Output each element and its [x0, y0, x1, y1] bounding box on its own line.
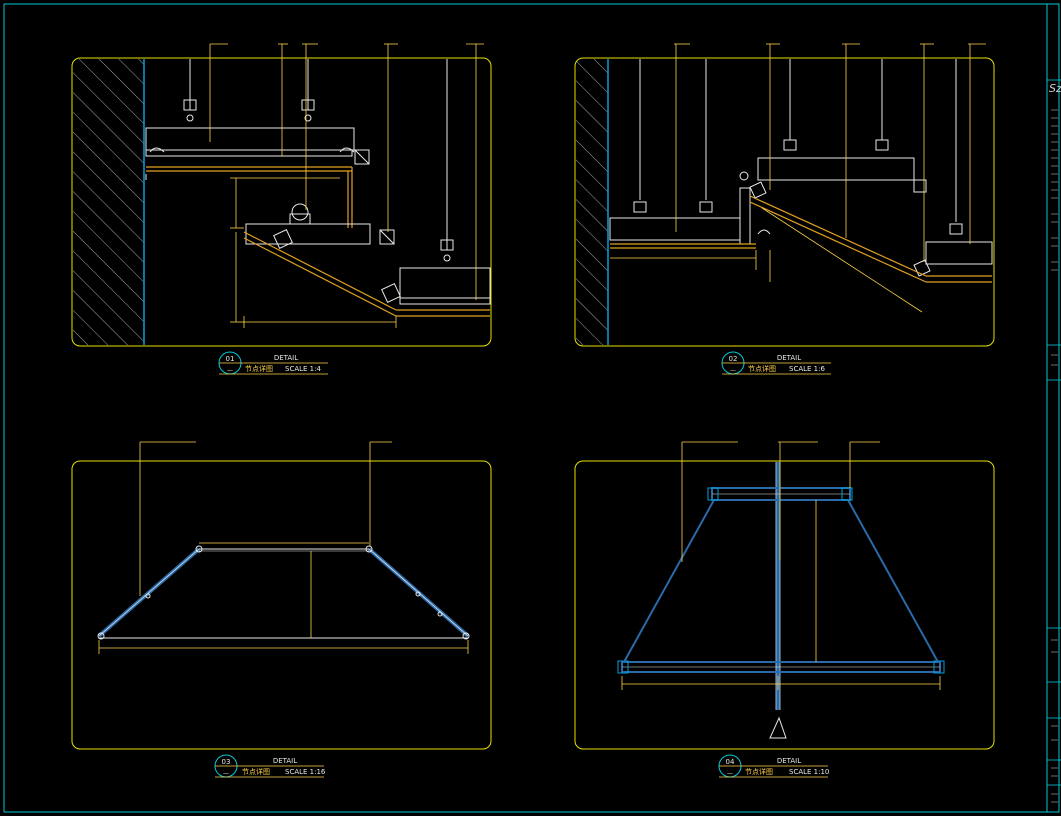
panel-03-dimensions [98, 542, 469, 654]
panel-04-column [769, 462, 787, 739]
panel-01-hangers [183, 59, 454, 262]
panel-01-dimensions [230, 177, 397, 328]
detail-scale-02: SCALE 1:6 [789, 365, 825, 373]
section-mark-03: — [223, 770, 229, 777]
detail-name-01: 节点详图 [245, 364, 273, 373]
detail-number-03: 03 [222, 758, 231, 766]
detail-scale-01: SCALE 1:4 [285, 365, 321, 373]
panel-01-wall [73, 59, 144, 345]
sheet-frame [3, 3, 1060, 813]
section-mark-01: — [227, 367, 233, 374]
panel-01-leaders [209, 43, 484, 300]
detail-number-01: 01 [226, 355, 235, 363]
panel-02-border [574, 57, 995, 347]
section-mark-02: — [730, 367, 736, 374]
detail-panel-03: 03 — DETAIL 节点详图 SCALE 1:16 [71, 441, 492, 778]
detail-panel-04: 04 — DETAIL 节点详图 SCALE 1:10 [574, 441, 995, 778]
detail-callout-02: 02 — DETAIL 节点详图 SCALE 1:6 [721, 351, 831, 375]
panel-02-leaders [674, 43, 986, 262]
detail-callout-01: 01 — DETAIL 节点详图 SCALE 1:4 [218, 351, 328, 375]
detail-callout-04: 04 — DETAIL 节点详图 SCALE 1:10 [718, 754, 829, 778]
panel-03-trapezoid [97, 545, 470, 640]
detail-panel-01: 01 — DETAIL 节点详图 SCALE 1:4 [71, 43, 492, 375]
detail-title-02: DETAIL [777, 354, 801, 362]
panel-04-dimensions [621, 500, 941, 690]
panel-03-leaders [139, 441, 392, 596]
detail-panel-02: 02 — DETAIL 节点详图 SCALE 1:6 [574, 43, 995, 375]
panel-04-leaders [681, 441, 880, 562]
panel-04-bottom-bar [617, 660, 945, 674]
detail-callout-03: 03 — DETAIL 节点详图 SCALE 1:16 [214, 754, 326, 778]
detail-name-04: 节点详图 [745, 767, 773, 776]
panel-04-border [574, 460, 995, 750]
detail-scale-03: SCALE 1:16 [285, 768, 326, 776]
panel-03-border [71, 460, 492, 750]
detail-name-02: 节点详图 [748, 364, 776, 373]
panel-01-light-fixture [289, 203, 311, 225]
detail-number-02: 02 [729, 355, 738, 363]
section-mark-04: — [727, 770, 733, 777]
detail-name-03: 节点详图 [242, 767, 270, 776]
panel-02-hangers [633, 59, 963, 235]
detail-title-04: DETAIL [777, 757, 801, 765]
detail-title-03: DETAIL [273, 757, 297, 765]
detail-title-01: DETAIL [274, 354, 298, 362]
detail-number-04: 04 [726, 758, 735, 766]
panel-02-wall [576, 59, 608, 345]
title-block-logo: Sz [1049, 82, 1061, 95]
detail-scale-04: SCALE 1:10 [789, 768, 829, 776]
title-block: Sz [1047, 79, 1061, 803]
panel-01-border [71, 57, 492, 347]
panel-02-dimensions [610, 207, 923, 313]
